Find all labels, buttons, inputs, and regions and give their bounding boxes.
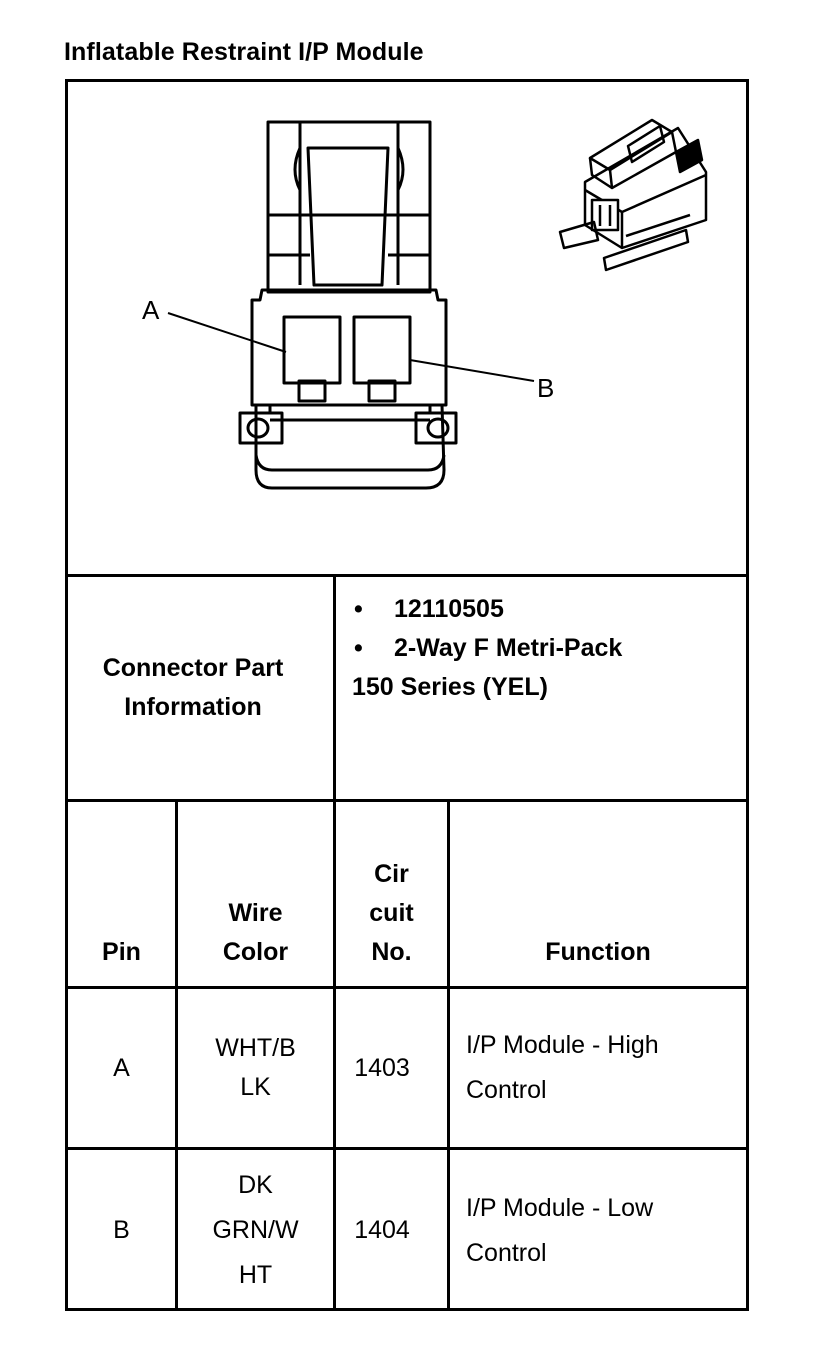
header-function: Function [545, 938, 651, 966]
divider [65, 574, 749, 577]
page-title: Inflatable Restraint I/P Module [64, 38, 424, 66]
connector-table [65, 79, 749, 1311]
connector-info-values: • 12110505 • 2-Way F Metri-Pack 150 Seri… [352, 590, 742, 707]
table-row-b-pin: B [113, 1216, 130, 1244]
leader-line-a [167, 312, 287, 353]
leader-line-b [409, 359, 535, 382]
header-wire-color: Wire Color [222, 899, 289, 966]
bullet-icon: • [354, 595, 363, 623]
divider [447, 799, 450, 1311]
connector-latch-body [266, 120, 432, 294]
connector-lower-body [254, 403, 446, 490]
table-row-a-wire-color: WHT/B LK [215, 1034, 296, 1101]
cavity-a [282, 315, 342, 385]
divider [333, 574, 336, 1311]
divider [65, 799, 749, 802]
connector-iso-icon [558, 118, 708, 272]
bullet-icon: • [354, 634, 363, 662]
divider [175, 799, 178, 1311]
table-row-a-circuit: 1403 [354, 1053, 410, 1082]
header-circuit-no: Cir cuit No. [369, 860, 414, 966]
connector-main-body [250, 288, 448, 407]
connector-diagram: A B [142, 118, 708, 490]
list-item: • 2-Way F Metri-Pack [352, 629, 742, 668]
cavity-b [352, 315, 412, 385]
divider [65, 1147, 749, 1150]
header-pin: Pin [102, 938, 141, 966]
connector-series: 150 Series (YEL) [352, 673, 548, 701]
list-item: • 12110505 [352, 590, 742, 629]
divider [65, 986, 749, 989]
pin-label-b: B [537, 373, 554, 403]
table-row-b-wire-color: DK GRN/W HT [212, 1171, 299, 1289]
table-row-a-function: I/P Module - High Control [466, 1031, 659, 1104]
connector-info-label: Connector Part Information [102, 654, 284, 721]
part-number: 12110505 [394, 595, 504, 623]
connector-type: 2-Way F Metri-Pack [394, 634, 623, 662]
table-row-b-function: I/P Module - Low Control [466, 1194, 654, 1267]
pin-label-a: A [142, 295, 160, 325]
table-row-a-pin: A [113, 1053, 130, 1082]
table-row-b-circuit: 1404 [354, 1216, 410, 1244]
